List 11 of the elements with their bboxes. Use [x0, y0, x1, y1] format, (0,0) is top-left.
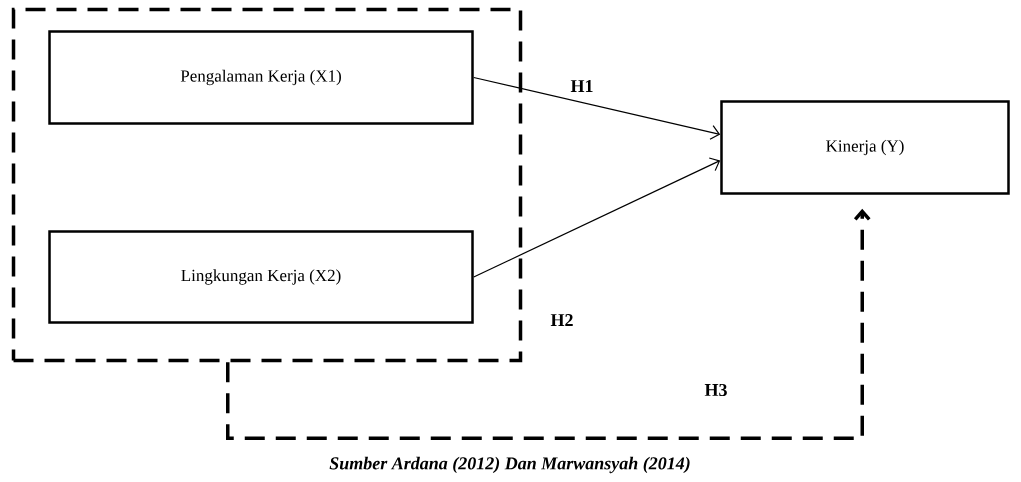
group-frame — [11, 7, 523, 363]
edge-label: H1 — [569, 79, 595, 93]
variable-box: Kinerja (Y) — [720, 100, 1010, 195]
edge-label: H3 — [703, 382, 729, 398]
variable-box: Lingkungan Kerja (X2) — [48, 230, 474, 324]
edge-label: H2 — [549, 313, 575, 327]
arrow — [226, 208, 871, 440]
arrow — [473, 157, 721, 278]
variable-box: Pengalaman Kerja (X1) — [48, 30, 474, 125]
arrow — [473, 76, 721, 140]
caption: Sumber Ardana (2012) Dan Marwansyah (2014) — [329, 456, 690, 474]
